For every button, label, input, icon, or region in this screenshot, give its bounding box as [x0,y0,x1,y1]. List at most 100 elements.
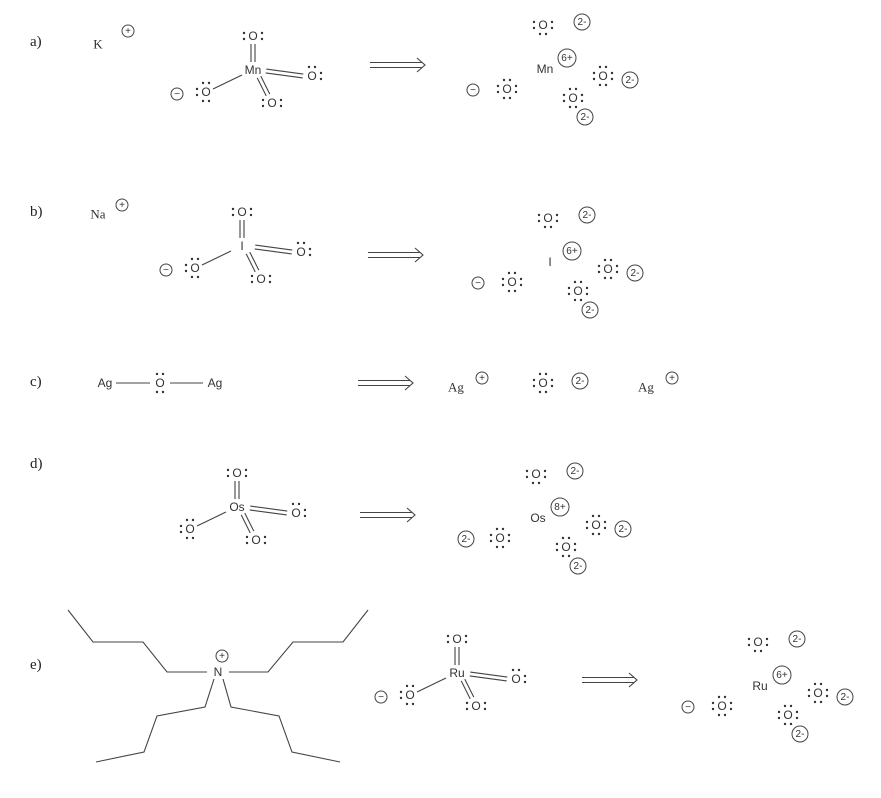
charge-text: 2- [796,729,805,740]
lone-pair-dot [603,526,607,530]
lone-pair-dot [544,390,548,394]
charge-text: − [685,702,691,713]
lone-pair-dot [573,298,577,302]
lone-pair-dot [550,26,554,30]
lone-pair-dot [302,241,306,245]
oxide-charge: 2- [581,301,599,319]
reaction-arrow-icon [368,247,424,263]
lone-pair-dot [598,83,602,87]
double-bond [469,671,508,682]
lone-pair-dot [532,26,536,30]
lone-pair-dot [207,99,211,103]
lone-pair-dot [261,104,265,108]
charge-text: 2- [793,634,802,645]
lone-pair-dot [231,213,235,217]
charge-circle [215,649,229,663]
lone-pair-dot [561,554,565,558]
lone-pair-dot [191,518,195,522]
oxide-charge: 2- [578,206,596,224]
minus-charge: − [374,690,388,704]
charge-circle [791,725,809,743]
cation-charge: + [115,198,129,212]
oxide-charge: 2- [791,725,809,743]
lone-pair-dot [609,258,613,262]
lone-pair-dot [185,518,189,522]
lone-pair-dot [723,695,727,699]
lone-pair-dot [567,536,571,540]
oxygen-atom: O [296,241,312,259]
metal-charge: 6+ [557,48,577,68]
lone-pair-dot [502,96,506,100]
lone-pair-dot [538,390,542,394]
metal-symbol: Os [229,500,244,514]
lone-pair-dot [303,508,307,512]
lone-pair-dot [604,65,608,69]
charge-text: − [174,89,180,100]
cation-symbol: Na [90,207,105,222]
left-charge: − [681,700,695,714]
oxide-charge: 2- [621,71,639,89]
oxygen-atom: O [592,65,614,87]
lone-pair-dot [514,90,518,94]
lone-pair-dot [753,649,757,653]
panel-label: c) [30,374,42,390]
lone-pair-dot [446,634,450,638]
oxygen-atom: O [555,536,577,558]
charge-circle [457,530,475,548]
metal-charge: 6+ [562,241,582,261]
single-bond [212,74,243,90]
lone-pair-dot [729,701,733,705]
minus-charge: − [170,87,184,101]
lone-pair-dot [555,219,559,223]
lone-pair-dot [543,469,547,473]
single-bond [416,677,447,693]
lone-pair-dot [501,545,505,549]
charge-circle [836,688,854,706]
lone-pair-dot [538,372,542,376]
oxygen-symbol: O [543,211,552,225]
lone-pair-dot [496,90,500,94]
oxygen-symbol: O [267,96,276,110]
lone-pair-dot [261,98,265,102]
lone-pair-dot [279,104,283,108]
lone-pair-dot [562,99,566,103]
oxide-charge: 2- [788,630,806,648]
oxygen-atom: O [155,372,165,394]
lone-pair-dot [242,31,246,35]
lone-pair-dot [508,96,512,100]
metal-symbol: Ru [449,666,464,680]
lone-pair-dot [717,713,721,717]
lone-pair-dot [795,716,799,720]
lone-pair-dot [765,643,769,647]
lone-pair-dot [507,289,511,293]
lone-pair-dot [543,225,547,229]
oxygen-atom: O [446,632,468,646]
panel-label: a) [30,34,42,50]
lone-pair-dot [567,286,571,290]
left-charge: − [466,83,480,97]
lone-pair-dot [514,84,518,88]
oxygen-symbol: O [201,85,210,99]
charge-circle [614,520,632,538]
lone-pair-dot [585,526,589,530]
oxygen-symbol: O [291,506,300,520]
charge-text: − [470,85,476,96]
oxygen-symbol: O [783,708,792,722]
lone-pair-dot [615,264,619,268]
lone-pair-dot [813,700,817,704]
lone-pair-dot [319,71,323,75]
butyl-chain [95,678,215,763]
lone-pair-dot [155,390,159,394]
charge-circle [665,371,679,385]
oxygen-symbol: O [471,699,480,713]
lone-pair-dot [496,84,500,88]
charge-text: − [163,265,169,276]
charge-text: 2- [619,524,628,535]
lone-pair-dot [597,270,601,274]
oxygen-atom: O [807,682,829,704]
lone-pair-dot [179,530,183,534]
charge-text: 2- [583,210,592,221]
